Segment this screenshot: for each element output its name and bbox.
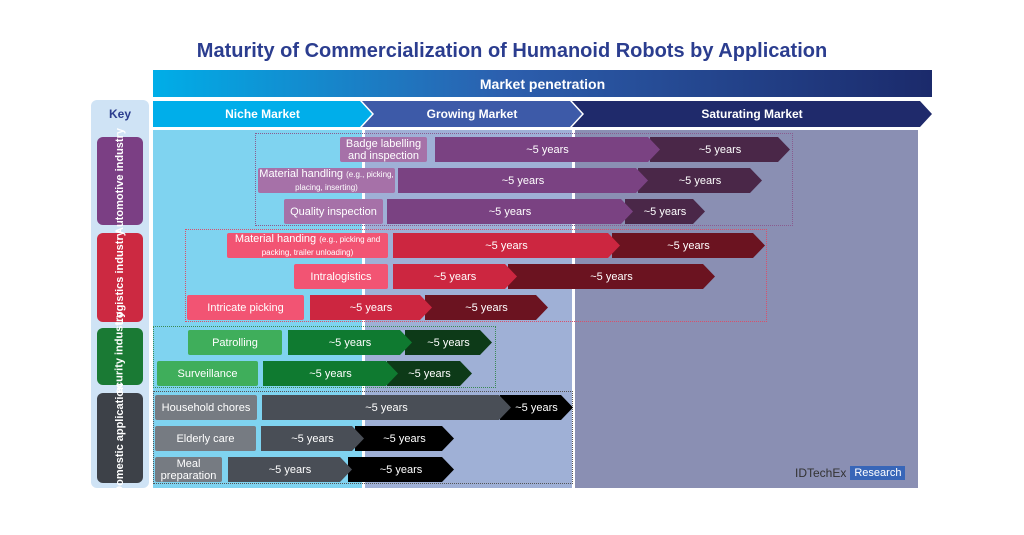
duration-bar-saturating: ~5 years bbox=[650, 137, 790, 162]
duration-bar-saturating: ~5 years bbox=[500, 395, 573, 420]
application-name: Intricate picking bbox=[207, 301, 284, 314]
market-penetration-bar: Market penetration bbox=[153, 70, 932, 97]
logo-brand: IDTechEx bbox=[795, 466, 847, 480]
duration-bar-growing: ~5 years bbox=[261, 426, 364, 451]
application-name: Elderly care bbox=[176, 432, 235, 445]
application-name: Material handling bbox=[259, 167, 344, 180]
duration-bar-growing: ~5 years bbox=[398, 168, 648, 193]
duration-bar-saturating: ~5 years bbox=[405, 330, 492, 355]
application-label: Material handing (e.g., picking and pack… bbox=[227, 233, 388, 258]
category-domestic: Domestic application bbox=[97, 383, 143, 493]
application-name: Patrolling bbox=[212, 336, 258, 349]
duration-bar-growing: ~5 years bbox=[387, 199, 633, 224]
duration-bar-saturating: ~5 years bbox=[638, 168, 762, 193]
diagram-title: Maturity of Commercialization of Humanoi… bbox=[196, 40, 828, 62]
idtechex-logo: IDTechEx Research bbox=[795, 466, 906, 480]
application-examples: (e.g., picking and packing, trailer unlo… bbox=[261, 234, 381, 257]
duration-bar-growing: ~5 years bbox=[435, 137, 660, 162]
security-group bbox=[153, 326, 496, 388]
application-name: Surveillance bbox=[177, 367, 238, 380]
phase-saturating: Saturating Market bbox=[572, 101, 932, 127]
application-label: Material handling (e.g., picking, placin… bbox=[258, 168, 395, 193]
duration-bar-saturating: ~5 years bbox=[612, 233, 765, 258]
application-label: Household chores bbox=[155, 395, 257, 420]
duration-bar-saturating: ~5 years bbox=[387, 361, 472, 386]
category-security: Security industry bbox=[97, 312, 143, 401]
duration-bar-saturating: ~5 years bbox=[508, 264, 715, 289]
category-automotive: Automotive industry bbox=[97, 128, 143, 234]
logistics-group bbox=[185, 229, 767, 322]
application-name: Household chores bbox=[161, 401, 251, 414]
duration-bar-saturating: ~5 years bbox=[348, 457, 454, 482]
duration-bar-growing: ~5 years bbox=[263, 361, 398, 386]
category-label: Domestic application bbox=[113, 382, 126, 494]
automotive-group bbox=[255, 133, 793, 226]
duration-bar-saturating: ~5 years bbox=[625, 199, 705, 224]
duration-bar-growing: ~5 years bbox=[228, 457, 352, 482]
application-label: Badge labelling and inspection bbox=[340, 137, 427, 162]
application-name: Intralogistics bbox=[310, 270, 372, 283]
category-label: Automotive industry bbox=[113, 127, 126, 235]
duration-bar-growing: ~5 years bbox=[262, 395, 511, 420]
duration-bar-growing: ~5 years bbox=[310, 295, 432, 320]
application-examples: (e.g., picking, placing, inserting) bbox=[295, 169, 394, 192]
application-label: Surveillance bbox=[157, 361, 258, 386]
application-name: Badge labelling and inspection bbox=[345, 137, 422, 162]
category-logistics: Logistics industry bbox=[97, 230, 143, 325]
application-name: Meal preparation bbox=[160, 457, 217, 482]
application-name: Material handing bbox=[234, 232, 317, 245]
domestic-group bbox=[153, 391, 573, 484]
application-label: Elderly care bbox=[155, 426, 256, 451]
key-label: Key bbox=[108, 107, 131, 121]
application-label: Patrolling bbox=[188, 330, 282, 355]
application-label: Intricate picking bbox=[187, 295, 304, 320]
duration-bar-growing: ~5 years bbox=[288, 330, 412, 355]
duration-bar-saturating: ~5 years bbox=[425, 295, 548, 320]
application-label: Meal preparation bbox=[155, 457, 222, 482]
logo-tag: Research bbox=[850, 466, 906, 480]
duration-bar-growing: ~5 years bbox=[393, 264, 517, 289]
duration-bar-saturating: ~5 years bbox=[355, 426, 454, 451]
application-label: Quality inspection bbox=[284, 199, 383, 224]
application-name: Quality inspection bbox=[290, 205, 377, 218]
phase-growing: Growing Market bbox=[362, 101, 582, 127]
application-label: Intralogistics bbox=[294, 264, 388, 289]
phase-niche: Niche Market bbox=[153, 101, 372, 127]
duration-bar-growing: ~5 years bbox=[393, 233, 620, 258]
